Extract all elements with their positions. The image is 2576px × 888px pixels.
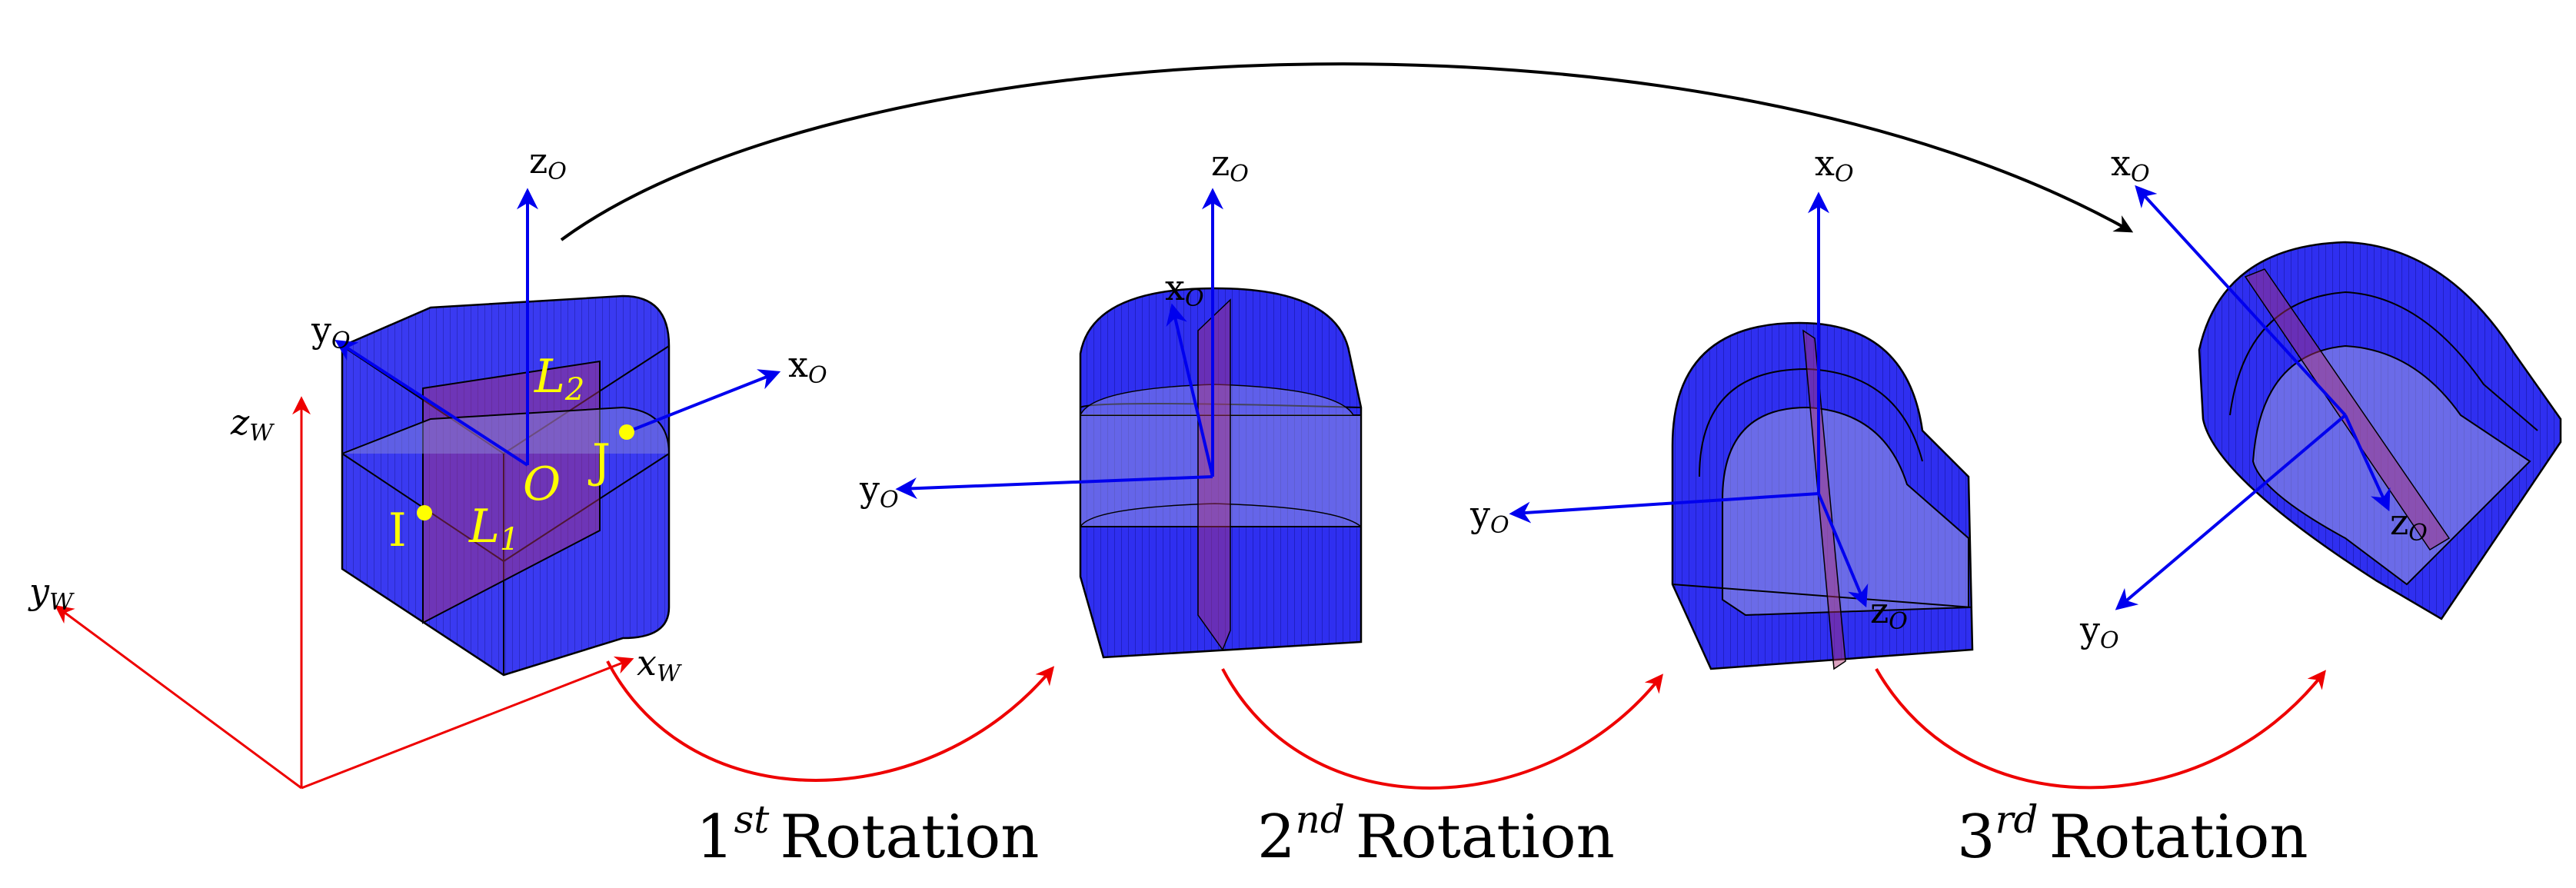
svg-text:zW: zW (230, 401, 275, 447)
svg-text:xW: xW (637, 642, 682, 687)
obj4-x-sub: O (2131, 161, 2150, 188)
svg-text:zO: zO (1870, 590, 1908, 635)
rotation-2-sup: nd (1296, 797, 1345, 842)
world-z-sub: W (249, 420, 275, 447)
svg-text:xO: xO (1815, 142, 1854, 188)
rotation-1-label: Rotation (780, 803, 1039, 872)
object-rotation-2-z-axis (1817, 493, 1869, 608)
object-rotation-1-x-axis (1166, 303, 1214, 477)
object-rotation-1-y-axis (895, 475, 1213, 500)
svg-text:yW: yW (28, 570, 75, 616)
object-rotation-2-y-axis (1509, 492, 1819, 524)
obj1-y-label: y (311, 309, 331, 351)
world-x-label: x (637, 642, 657, 683)
top-rotation-arrow (560, 62, 2134, 241)
world-z-label: z (230, 401, 250, 443)
point-i-label: I (388, 504, 407, 557)
obj4-y-label: y (2079, 609, 2100, 650)
svg-text:xO: xO (2111, 142, 2150, 188)
obj1-z-sub: O (547, 158, 567, 185)
object-rotation-3-plane (2244, 268, 2451, 551)
world-x-axis (301, 656, 634, 790)
svg-text:yO: yO (1469, 494, 1509, 539)
object-rotation-3-y-axis (2115, 414, 2347, 610)
obj1-x-sub: O (808, 362, 827, 389)
obj3-x-sub: O (1835, 161, 1854, 188)
rotation-1-sup: st (734, 797, 770, 842)
rotation-3-number: 3 (1957, 803, 1995, 872)
obj3-z-sub: O (1889, 608, 1908, 635)
object-rotation-3: xO yO zO (2079, 142, 2562, 654)
object-initial-x-axis (626, 369, 781, 434)
svg-text:xO: xO (1165, 267, 1204, 312)
rotation-3-label: Rotation (2049, 803, 2308, 872)
world-frame: zW yW xW (28, 396, 682, 790)
obj4-x-label: x (2111, 142, 2131, 184)
obj2-y-sub: O (880, 487, 899, 514)
rotation-arrow-3 (1875, 668, 2326, 790)
object-rotation-2-plane (1802, 329, 1846, 670)
object-initial-y-axis (334, 339, 529, 467)
object-initial-body (341, 294, 671, 677)
world-y-label: y (28, 570, 50, 612)
world-y-sub: W (49, 589, 75, 616)
rotation-arrow-2 (1221, 668, 1663, 790)
object-rotation-1: zO xO yO (859, 142, 1363, 659)
obj3-x-label: x (1815, 142, 1835, 184)
svg-text:zO: zO (2390, 501, 2428, 547)
line-l1-label: L (468, 500, 500, 554)
obj2-z-label: z (1211, 142, 1230, 184)
obj3-y-label: y (1469, 494, 1490, 535)
obj3-z-label: z (1870, 590, 1889, 631)
object-rotation-3-z-axis (2344, 414, 2391, 512)
world-y-axis (55, 605, 302, 790)
obj2-z-sub: O (1230, 161, 1249, 188)
obj2-x-label: x (1165, 267, 1185, 308)
svg-text:xO: xO (788, 344, 827, 389)
obj2-x-sub: O (1185, 285, 1204, 312)
rotation-2-number: 2 (1257, 803, 1296, 872)
point-j-marker (619, 424, 634, 440)
line-l2-sub: 2 (564, 372, 584, 407)
obj2-y-label: y (859, 468, 880, 510)
svg-text:yO: yO (859, 468, 899, 514)
object-rotation-2: xO yO zO (1469, 142, 1974, 670)
line-l2-label: L (534, 350, 565, 404)
svg-text:yO: yO (2079, 609, 2119, 654)
line-l1-sub: 1 (500, 522, 519, 557)
obj4-z-label: z (2390, 501, 2408, 543)
rotation-1-number: 1 (696, 803, 734, 872)
svg-text:yO: yO (311, 309, 351, 354)
obj3-y-sub: O (1490, 512, 1509, 539)
rotation-3-sup: rd (1995, 797, 2039, 842)
rotation-arrow-1 (606, 660, 1055, 782)
obj1-z-label: z (529, 140, 547, 181)
point-i-marker (417, 505, 432, 520)
svg-text:zO: zO (529, 140, 567, 185)
obj1-y-sub: O (331, 328, 351, 354)
world-x-sub: W (657, 660, 682, 687)
svg-text:L1: L1 (468, 500, 519, 557)
origin-label: O (523, 457, 561, 511)
rotation-2-label: Rotation (1356, 803, 1615, 872)
obj4-y-sub: O (2100, 627, 2119, 654)
object-rotation-3-x-axis (2135, 185, 2347, 417)
object-rotation-1-body (1079, 287, 1363, 659)
obj4-z-sub: O (2408, 520, 2428, 547)
svg-text:zO: zO (1211, 142, 1249, 188)
obj1-x-label: x (788, 344, 808, 385)
svg-text:L2: L2 (534, 350, 584, 407)
object-initial: zO yO xO I J O L1 L2 (311, 140, 827, 677)
